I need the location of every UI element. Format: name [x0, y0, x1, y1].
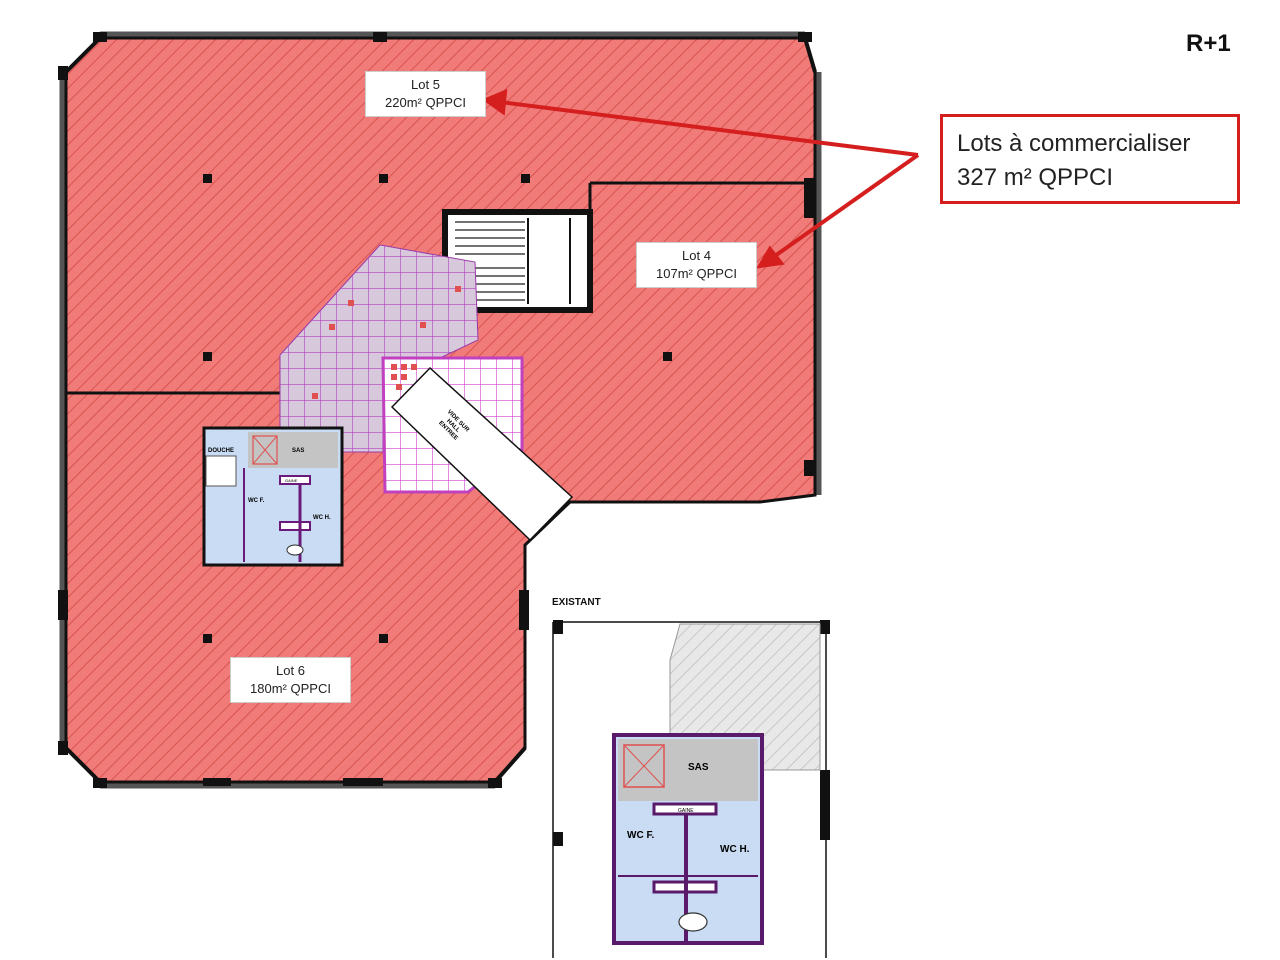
- lot-6-area: 180m² QPPCI: [250, 681, 331, 696]
- existant-gaine-label: GAINE: [678, 808, 694, 814]
- douche-label: DOUCHE: [208, 448, 234, 454]
- void-hall: VIDE SUR HALL ENTREE: [390, 366, 574, 542]
- existant-sas-label: SAS: [688, 762, 709, 773]
- lot-4-name: Lot 4: [682, 248, 711, 263]
- gaine-label: GAINE: [285, 478, 298, 483]
- lot-4-label: Lot 4 107m² QPPCI: [636, 242, 757, 288]
- columns: [58, 32, 814, 788]
- callout-arrows: [481, 88, 920, 269]
- existant-wc-h-label: WC H.: [720, 844, 750, 855]
- existant-title: EXISTANT: [552, 597, 601, 608]
- lot-6-label: Lot 6 180m² QPPCI: [230, 657, 351, 703]
- lot-6-name: Lot 6: [276, 663, 305, 678]
- sas-label: SAS: [292, 448, 304, 454]
- wc-h-label: WC H.: [313, 515, 331, 521]
- callout-line1: Lots à commercialiser: [957, 130, 1191, 157]
- lot-5-label: Lot 5 220m² QPPCI: [365, 71, 486, 117]
- lot-5-name: Lot 5: [411, 77, 440, 92]
- existant-wc-f-label: WC F.: [627, 830, 654, 841]
- callout-box: Lots à commercialiser 327 m² QPPCI: [940, 114, 1240, 204]
- floor-label: R+1: [1186, 30, 1231, 57]
- lot-5-area: 220m² QPPCI: [385, 95, 466, 110]
- callout-line2: 327 m² QPPCI: [957, 164, 1114, 191]
- lot-4-area: 107m² QPPCI: [656, 266, 737, 281]
- wc-f-label: WC F.: [248, 498, 265, 504]
- existant-plan: SAS WC F. WC H. GAINE: [552, 620, 830, 958]
- sanitary-block: SAS DOUCHE WC F. WC H. GAINE: [202, 426, 344, 567]
